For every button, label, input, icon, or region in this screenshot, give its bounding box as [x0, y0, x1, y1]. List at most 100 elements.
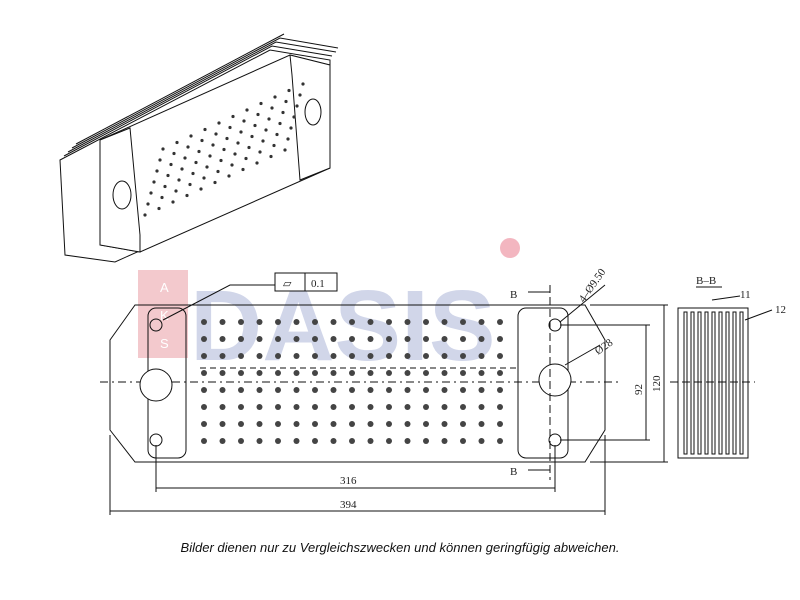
flatness-symbol: ▱ [283, 278, 292, 290]
iso-dimple [230, 163, 234, 167]
iso-dimple [213, 180, 217, 185]
iso-dimple [286, 137, 290, 141]
front-dimple [219, 370, 226, 376]
front-dimple [238, 438, 244, 444]
front-dimple [349, 421, 355, 427]
iso-dimple [160, 195, 164, 200]
front-dimple [201, 319, 207, 325]
front-dimple [201, 404, 207, 410]
flatness-value: 0.1 [311, 278, 325, 290]
front-dimple [256, 336, 263, 342]
front-dimple [330, 319, 337, 325]
iso-dimple [284, 99, 288, 104]
front-dimple [404, 404, 411, 410]
iso-dimple [222, 147, 226, 152]
front-dimple [460, 438, 466, 444]
front-dimple [367, 421, 374, 427]
front-dimple [367, 353, 374, 359]
front-dimple [238, 370, 244, 376]
iso-dimple [227, 174, 231, 178]
front-dimple [478, 404, 485, 410]
iso-dimple [269, 154, 273, 159]
front-dimple [238, 336, 244, 342]
front-dimple [219, 336, 226, 342]
section-fin [725, 311, 730, 455]
front-dimple [219, 387, 226, 393]
front-dimple [312, 353, 318, 359]
iso-dimple [175, 140, 179, 145]
callout-12: 12 [775, 304, 786, 316]
front-dimple [386, 404, 392, 410]
callout-11-leader [711, 295, 741, 301]
front-dimple [460, 404, 466, 410]
iso-dimple [216, 169, 220, 174]
flatness-tolerance-frame: ▱ 0.1 [274, 272, 338, 292]
iso-dimple [245, 108, 249, 112]
front-dimple [293, 370, 300, 376]
front-dimple [497, 370, 503, 376]
section-title: B–B [696, 275, 716, 287]
iso-dimple [295, 104, 299, 108]
front-dimple [201, 370, 207, 376]
iso-dimple [163, 184, 167, 189]
iso-dimple [273, 95, 277, 99]
front-dimple [275, 336, 281, 342]
iso-bore-right [304, 98, 322, 126]
front-dimple [441, 421, 448, 427]
iso-dimple [283, 148, 287, 152]
front-dimple [275, 353, 281, 359]
isometric-view [59, 33, 339, 263]
dim-inner-length: 316 [340, 475, 357, 487]
front-dimple [423, 404, 429, 410]
front-dimple [478, 387, 485, 393]
front-dimple [478, 421, 485, 427]
watermark-red-block [138, 270, 188, 358]
front-dimple [441, 438, 448, 444]
iso-dimple [149, 191, 153, 195]
callout-12-leader [744, 309, 773, 321]
front-dimple [404, 421, 411, 427]
iso-dimple [180, 167, 184, 171]
front-dimple [404, 387, 411, 393]
iso-dimple [146, 202, 150, 206]
iso-dimple [169, 162, 173, 167]
front-dimple [367, 336, 374, 342]
front-dimple [201, 387, 207, 393]
section-marker-top: B [510, 289, 517, 301]
front-dimple [349, 336, 355, 342]
front-dimple [349, 319, 355, 325]
iso-dimple [208, 154, 212, 158]
iso-dimple [275, 132, 279, 137]
iso-dimple [177, 178, 181, 182]
iso-dimple [161, 147, 165, 151]
iso-dimple [272, 143, 276, 148]
front-dimple [330, 370, 337, 376]
front-dimple [497, 353, 503, 359]
front-dimple [201, 438, 207, 444]
front-dimple [367, 370, 374, 376]
watermark-dot [500, 238, 520, 258]
iso-dimple [157, 206, 161, 211]
front-dimple [497, 421, 503, 427]
front-dimple [367, 387, 374, 393]
iso-dimple [191, 171, 195, 176]
front-dimple [275, 370, 281, 376]
front-dimple [312, 421, 318, 427]
front-dimple [404, 319, 411, 325]
front-dimple [441, 336, 448, 342]
iso-dimple [250, 134, 254, 139]
front-dimple [460, 353, 466, 359]
section-fin [683, 311, 688, 455]
front-dimple [497, 387, 503, 393]
front-dimple [386, 370, 392, 376]
iso-dimple [172, 151, 176, 156]
bolt-hole-bottom-left [149, 433, 163, 447]
watermark-text: DASIS [190, 270, 496, 382]
section-fin [690, 311, 695, 455]
watermark-letter-s: S [160, 336, 169, 351]
front-dimple [497, 319, 503, 325]
iso-dimple [183, 156, 187, 160]
iso-dimple [186, 145, 190, 149]
front-dimple [441, 370, 448, 376]
iso-dimple [158, 158, 162, 162]
